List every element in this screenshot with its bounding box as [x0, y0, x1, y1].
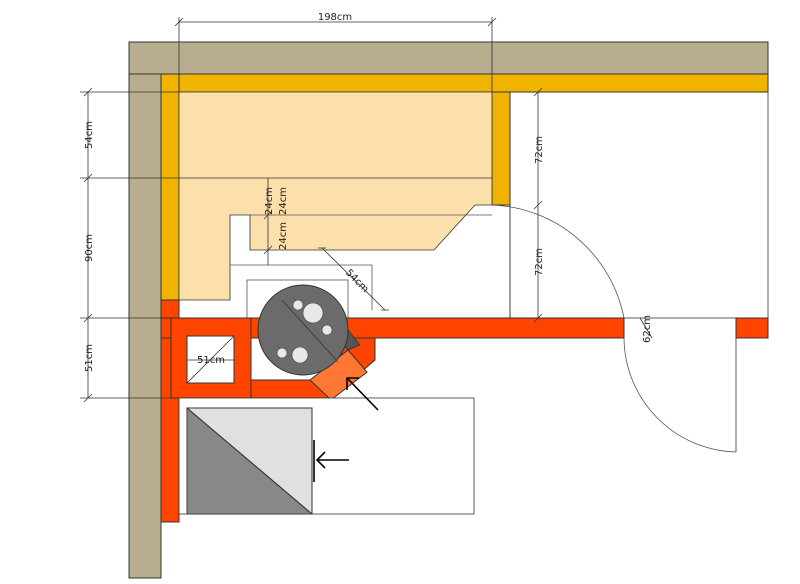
dim-tick: [83, 173, 93, 183]
dim-tick: [533, 87, 543, 97]
outer-wall-left: [128, 41, 162, 579]
dim-tick: [174, 17, 184, 27]
stove-stone: [291, 346, 309, 364]
small-box-diagonal: [186, 335, 235, 384]
sauna-bench-area: [178, 91, 493, 301]
dim-label-bench-a: 24cm: [264, 187, 275, 215]
right-room: [509, 91, 769, 319]
dim-label-right-upper: 72cm: [534, 136, 545, 164]
bench-lower-outline: [229, 264, 373, 310]
shower-diagonal: [186, 407, 313, 515]
dim-tick: [83, 87, 93, 97]
dim-tick: [533, 200, 543, 210]
dim-line-door-gap: [639, 317, 653, 339]
dim-tick: [83, 393, 93, 403]
dim-label-small-box: 51cm: [197, 355, 225, 366]
dim-label-left-middle: 90cm: [84, 234, 95, 262]
arrow-icon: [346, 377, 379, 411]
dim-label-bench-c: 24cm: [278, 222, 289, 250]
dim-label-top: 198cm: [318, 12, 352, 23]
orange-wall-right-stub: [735, 317, 769, 339]
stove-stone: [276, 347, 288, 359]
yellow-wall-right: [491, 91, 511, 206]
dim-tick: [263, 245, 273, 255]
dim-tick: [263, 210, 273, 220]
dim-label-bench-b: 24cm: [278, 187, 289, 215]
dim-label-left-lower: 51cm: [84, 344, 95, 372]
door-swing-upper: [491, 204, 625, 319]
dim-label-left-upper: 54cm: [84, 121, 95, 149]
stove-stone: [321, 324, 333, 336]
dim-label-door-gap: 62cm: [642, 315, 653, 343]
dim-tick: [533, 313, 543, 323]
arrow-icon: [313, 440, 349, 482]
stove-stone: [302, 302, 324, 324]
stove-stone: [292, 299, 304, 311]
bench-upper-outline: [249, 214, 492, 250]
dim-label-right-lower: 72cm: [534, 248, 545, 276]
door-swing-lower: [623, 337, 737, 453]
yellow-wall-left: [160, 73, 180, 301]
dim-tick: [487, 17, 497, 27]
dim-tick: [83, 313, 93, 323]
yellow-wall-top: [160, 73, 769, 93]
outer-wall-top: [128, 41, 769, 75]
stove-diagonal: [281, 299, 339, 363]
dim-line-stove: [321, 247, 386, 311]
